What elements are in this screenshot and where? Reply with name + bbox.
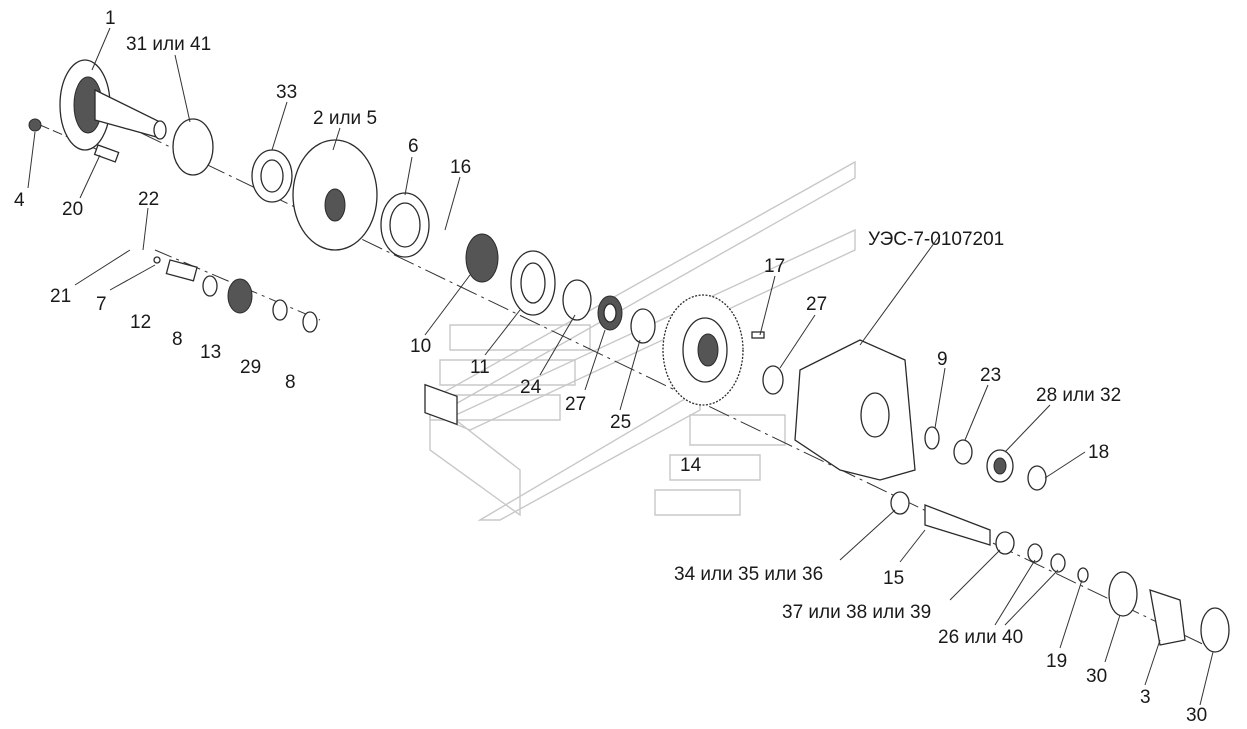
callout-label: 13 [200,342,221,363]
callout-label: 20 [62,199,83,220]
callout-label: 12 [130,312,151,333]
callout-label: 22 [138,189,159,210]
callout-label: 3 [1140,687,1151,708]
callout-label: 14 [680,455,702,476]
callout-label: 30 [1086,666,1107,687]
pin-part [751,331,765,339]
callout-label: 8 [172,329,183,350]
callout-label: 10 [410,336,431,357]
callout-label: 8 [285,372,296,393]
callout-label: 19 [1046,651,1067,672]
seal-part [251,149,293,203]
callout-label: 15 [883,568,904,589]
washer-part [380,192,430,258]
callout-label: 34 или 35 или 36 [674,564,823,585]
callout-label: 1 [105,8,116,29]
nut-part [28,118,42,132]
ring-part [172,118,214,176]
assembly-label: УЭС-7-0107201 [868,229,1004,250]
circlip-part [562,279,592,321]
bolt-part [93,144,120,163]
callout-label: 27 [806,294,827,315]
o-ring-part [924,426,940,450]
callout-label: 6 [408,136,419,157]
bushing-part [424,383,458,426]
cap-part [1027,465,1047,491]
callout-label: 30 [1186,705,1207,726]
callout-label: 27 [565,394,586,415]
callout-label: 2 или 5 [313,108,377,129]
callout-label: 18 [1088,442,1109,463]
bearing-right-part [762,365,784,395]
callout-label: 26 или 40 [938,627,1023,648]
callout-label: 31 или 41 [126,34,211,55]
driven-gear-part [662,294,744,406]
callout-label: 9 [937,349,948,370]
leader-lines [27,27,1214,706]
callout-label: 25 [610,412,631,433]
callout-label: 7 [96,294,107,315]
output-bearing-part [986,449,1014,483]
callout-label: 17 [764,256,785,277]
callout-label: 11 [470,357,490,378]
callout-label: 37 или 38 или 39 [782,602,931,623]
flange-shaft-part [59,59,167,151]
callout-label: 33 [276,82,297,103]
callout-labels: 1 31 или 41 33 2 или 5 6 16 4 20 22 21 7… [14,8,1207,726]
sun-gear-part [465,233,499,283]
bearing-part [597,295,623,331]
housing-part [794,339,916,481]
planet-carrier-part [292,139,378,251]
callout-label: 23 [980,365,1001,386]
ring-gear-part [510,250,556,316]
callout-label: 29 [240,357,261,378]
callout-label: 4 [14,190,25,211]
callout-label: 28 или 32 [1036,385,1121,406]
callout-label: 16 [450,157,471,178]
callout-label: 24 [520,377,542,398]
planet-set-part [153,256,318,333]
output-shaft-part [890,491,1230,653]
spacer-part [953,439,973,465]
snap-ring-part [630,308,656,344]
callout-label: 21 [50,286,71,307]
